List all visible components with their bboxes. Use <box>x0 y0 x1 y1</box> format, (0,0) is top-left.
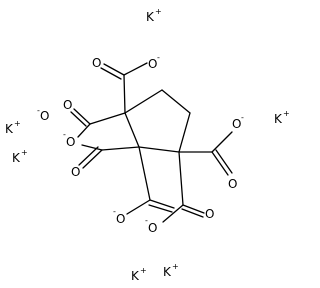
oxygen-atom-label: O <box>63 98 72 112</box>
c-o-single-bond <box>77 123 91 138</box>
c-o-double-bond <box>82 149 103 169</box>
c-c-bond <box>178 151 184 206</box>
c-o-single-bond <box>162 204 184 223</box>
c-o-double-bond <box>103 63 125 76</box>
c-o-single-bond <box>81 144 103 151</box>
oxygen-labels: O - O O O - O - O O - O - O O - O <box>37 53 244 235</box>
ring-bond <box>178 112 191 153</box>
positive-charge-label: + <box>283 109 290 118</box>
ring-bond <box>124 112 140 148</box>
c-o-single-bond <box>123 62 148 76</box>
c-o-double-bond <box>181 208 204 218</box>
structural-formula: O - O O O - O - O O - O - O O - O K + K … <box>5 7 290 283</box>
c-c-bond <box>138 146 151 201</box>
negative-charge-label: - <box>37 106 40 115</box>
positive-charge-label: + <box>21 148 28 157</box>
oxygen-atom-label: O <box>92 56 101 70</box>
c-o-double-bond <box>211 151 229 176</box>
positive-charge-label: + <box>140 266 147 275</box>
bonds <box>70 62 233 223</box>
ring-bond <box>138 146 180 153</box>
negative-charge-label: - <box>241 113 244 122</box>
potassium-ions: K + K + K + K + K + K + <box>5 7 290 283</box>
c-o-double-bond <box>148 204 173 213</box>
negative-charge-label: - <box>113 207 116 216</box>
oxygen-atom-label: O <box>40 109 49 123</box>
c-o-double-bond <box>182 204 205 214</box>
negative-charge-label: - <box>145 216 148 225</box>
oxygen-atom-label: O <box>205 207 214 221</box>
ring-bond <box>161 89 191 114</box>
c-o-single-bond <box>211 131 233 153</box>
c-c-bond <box>89 112 126 125</box>
negative-charge-label: - <box>157 53 160 62</box>
c-o-double-bond <box>73 108 91 125</box>
oxygen-atom-label: O <box>116 212 125 226</box>
c-o-single-bond <box>126 199 151 215</box>
oxygen-atom-label: O <box>66 135 75 149</box>
positive-charge-label: + <box>155 7 162 16</box>
potassium-ion-label: K <box>12 151 21 165</box>
c-o-double-bond <box>78 146 99 166</box>
c-c-bond <box>101 146 140 151</box>
ring-bond <box>124 89 163 114</box>
c-o-double-bond <box>70 111 87 127</box>
c-o-double-bond <box>100 67 122 80</box>
oxygen-atom-label: O <box>148 57 157 71</box>
potassium-ion-label: K <box>131 269 140 283</box>
potassium-ion-label: K <box>163 265 172 279</box>
c-c-bond <box>123 74 126 114</box>
negative-charge-label: - <box>63 130 66 139</box>
c-o-double-bond <box>215 149 233 174</box>
potassium-ion-label: K <box>5 122 14 136</box>
positive-charge-label: + <box>14 119 21 128</box>
positive-charge-label: + <box>172 262 179 271</box>
oxygen-atom-label: O <box>71 165 80 179</box>
oxygen-atom-label: O <box>232 117 241 131</box>
oxygen-atom-label: O <box>228 177 237 191</box>
potassium-ion-label: K <box>274 112 283 126</box>
potassium-ion-label: K <box>146 10 155 24</box>
c-o-double-bond <box>149 199 175 209</box>
oxygen-atom-label: O <box>148 221 157 235</box>
